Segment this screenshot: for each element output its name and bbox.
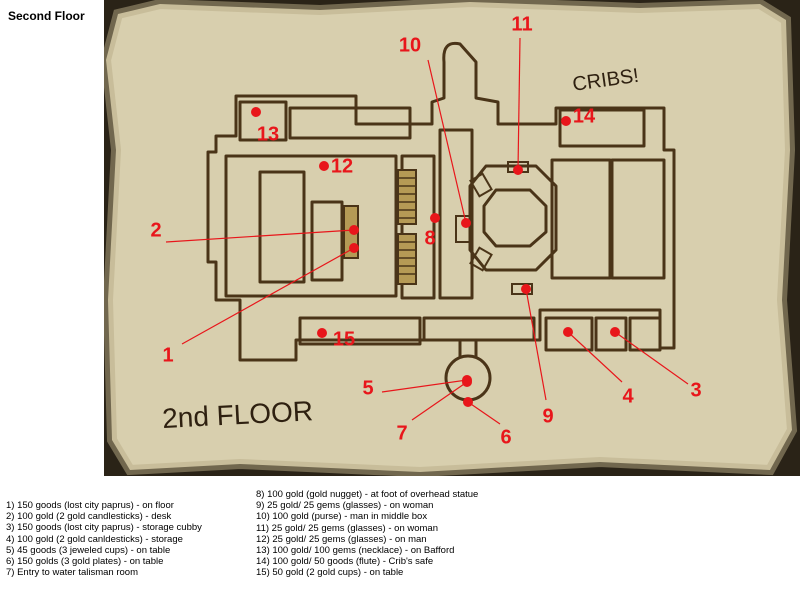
loot-marker-dot (461, 218, 471, 228)
legend-item: 4) 100 gold (2 gold canldesticks) - stor… (6, 533, 183, 545)
loot-marker-label: 9 (542, 405, 553, 427)
loot-marker-label: 13 (257, 123, 279, 145)
marker-leader-line (517, 37, 521, 171)
loot-marker-label: 12 (331, 155, 353, 177)
marker-leader-line (567, 331, 623, 383)
legend-item: 11) 25 gold/ 25 gems (glasses) - on woma… (256, 522, 438, 534)
loot-marker-label: 1 (162, 344, 173, 366)
floor-plan-walls (206, 41, 676, 402)
loot-marker-label: 2 (150, 219, 161, 241)
loot-marker-label: 11 (511, 13, 532, 35)
loot-marker-dot (513, 165, 523, 175)
loot-marker-dot (319, 161, 329, 171)
marker-leader-line (381, 379, 468, 393)
legend-item: 14) 100 gold/ 50 goods (flute) - Crib's … (256, 556, 434, 568)
legend-left: 1) 150 goods (lost city paprus) - on flo… (6, 500, 202, 578)
legend-right: 8) 100 gold (gold nugget) - at foot of o… (256, 489, 478, 579)
legend-item: 15) 50 gold (2 gold cups) - on table (256, 567, 404, 579)
marker-leader-line (165, 229, 355, 243)
loot-marker-label: 10 (399, 34, 421, 56)
legend-item: 7) Entry to water talisman room (6, 567, 138, 579)
legend-item: 3) 150 goods (lost city paprus) - storag… (6, 522, 202, 534)
loot-marker-label: 15 (333, 328, 355, 350)
marker-leader-line (614, 331, 689, 385)
loot-marker-dot (462, 377, 472, 387)
legend-item: 5) 45 goods (3 jeweled cups) - on table (6, 544, 171, 556)
marker-leader-line (525, 288, 547, 401)
loot-marker-dot (251, 107, 261, 117)
legend-item: 10) 100 gold (purse) - man in middle box (256, 511, 428, 523)
loot-marker-label: 8 (424, 227, 435, 249)
loot-marker-label: 7 (396, 422, 407, 444)
loot-marker-label: 14 (573, 105, 596, 127)
loot-marker-dot (349, 225, 359, 235)
loot-marker-dot (563, 327, 573, 337)
loot-marker-dot (561, 116, 571, 126)
loot-marker-label: 5 (362, 377, 373, 399)
legend-item: 8) 100 gold (gold nugget) - at foot of o… (256, 489, 479, 500)
legend-item: 6) 150 golds (3 gold plates) - on table (6, 556, 164, 568)
stair-lines (398, 177, 416, 275)
loot-marker-dot (430, 213, 440, 223)
marker-leader-line (411, 381, 468, 421)
marker-leader-line (181, 247, 355, 345)
loot-marker-dot (463, 397, 473, 407)
legend-item: 1) 150 goods (lost city paprus) - on flo… (6, 500, 174, 511)
page-title: Second Floor (8, 9, 85, 23)
legend-item: 9) 25 gold/ 25 gems (glasses) - on woman (256, 500, 434, 512)
parchment-shadow (104, 0, 798, 476)
marker-leader-line (467, 401, 501, 425)
legend-item: 2) 100 gold (2 gold candlesticks) - desk (6, 511, 172, 523)
legend-item: 12) 25 gold/ 25 gems (glasses) - on man (256, 533, 427, 545)
loot-marker-label: 3 (690, 379, 701, 401)
loot-marker-dot (610, 327, 620, 337)
legend-item: 13) 100 gold/ 100 gems (necklace) - on B… (256, 545, 455, 557)
furniture-blocks (455, 161, 533, 295)
loot-marker-label: 6 (500, 426, 511, 448)
marker-leader-line (427, 59, 467, 224)
loot-marker-dot (317, 328, 327, 338)
loot-marker-label: 4 (622, 385, 634, 407)
parchment-sheet (106, 2, 792, 472)
loot-marker-dot (349, 243, 359, 253)
loot-marker-dot (521, 284, 531, 294)
